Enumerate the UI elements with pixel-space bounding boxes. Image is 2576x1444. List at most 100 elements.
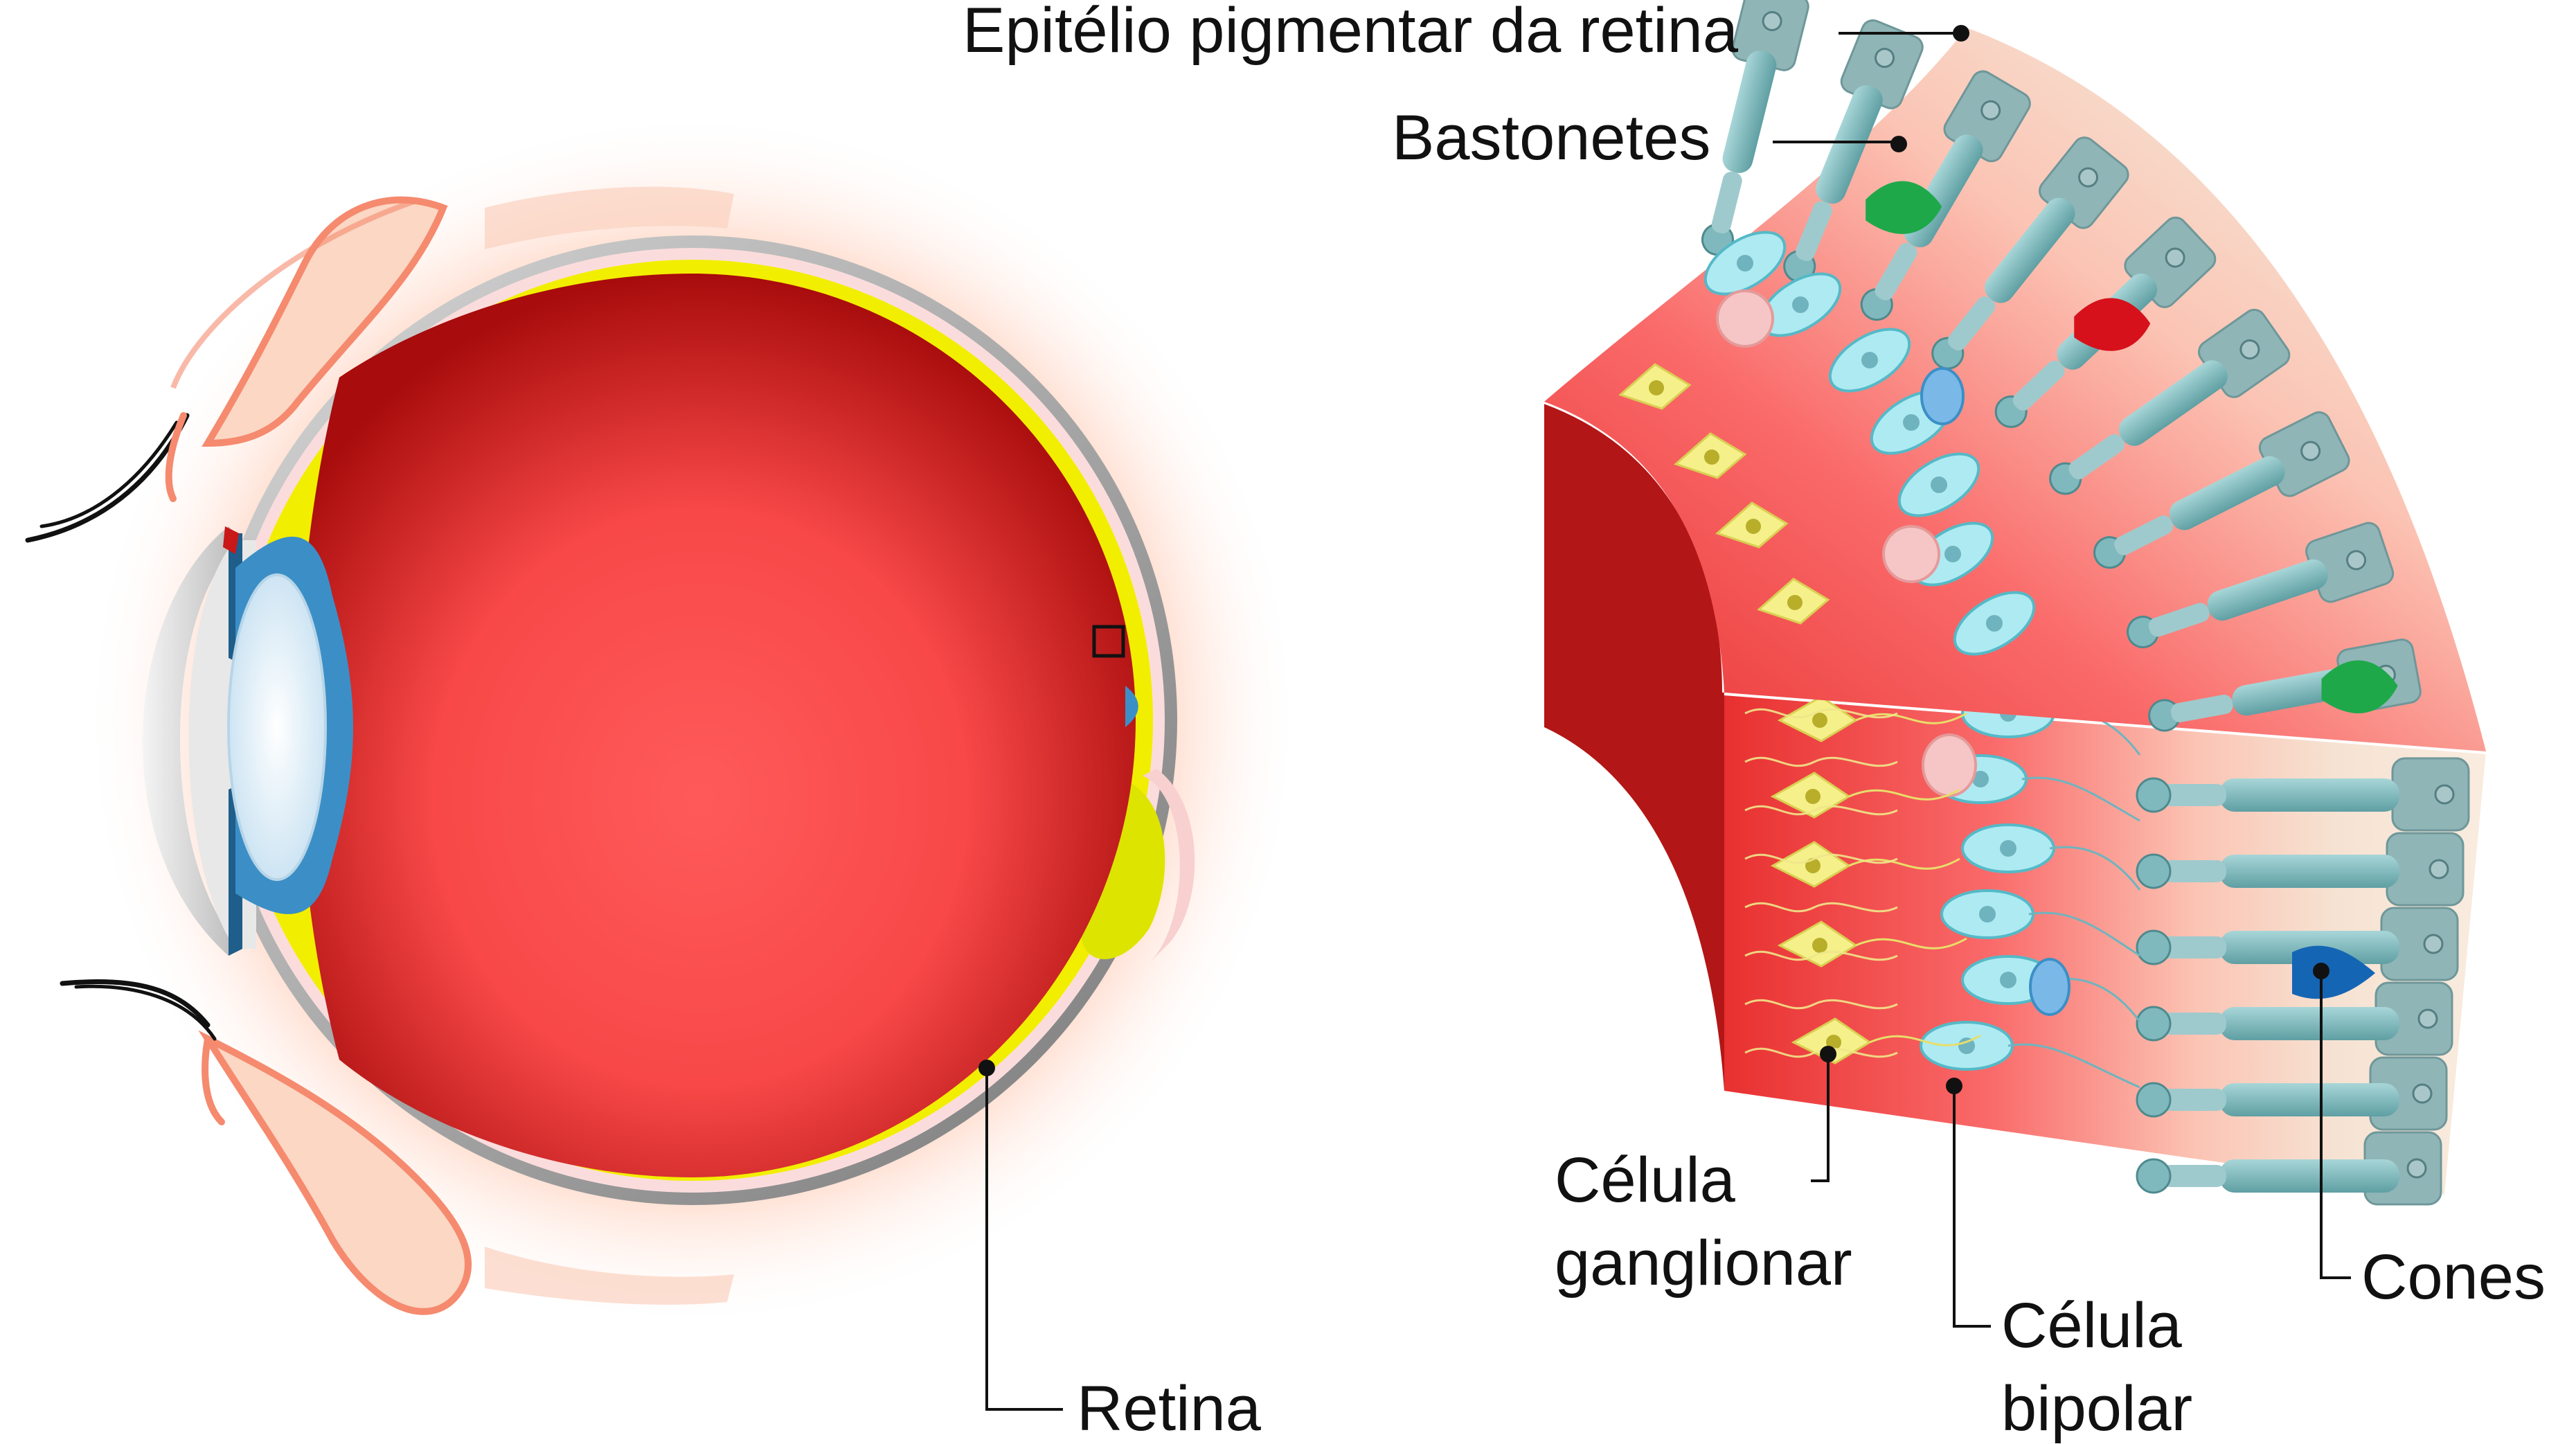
retina-upper-band bbox=[1544, 28, 2486, 751]
label-cones: Cones bbox=[2361, 1242, 2546, 1312]
rod-outer-segment bbox=[2219, 1083, 2399, 1116]
optic-nerve-sheath bbox=[1143, 769, 1195, 963]
leader-dot-ganglionar bbox=[1820, 1046, 1836, 1062]
ganglion-nucleus bbox=[1704, 449, 1719, 465]
label-epitelio: Epitélio pigmentar da retina bbox=[963, 0, 1739, 66]
rod-outer-segment bbox=[2219, 1159, 2399, 1193]
rod-nucleus bbox=[2136, 1158, 2172, 1194]
bipolar-nucleus bbox=[1737, 255, 1753, 271]
retina-zoom-marker bbox=[1092, 625, 1125, 658]
rpe-nucleus bbox=[2165, 247, 2185, 268]
lens bbox=[227, 573, 327, 881]
nerve-fiber bbox=[1744, 1047, 1898, 1058]
rod-inner-segment bbox=[2161, 936, 2226, 959]
rod-nucleus bbox=[2136, 929, 2172, 965]
rod-group bbox=[2127, 559, 2328, 649]
rpe-nucleus bbox=[2417, 1008, 2438, 1029]
label-ganglionar-line1: Célula bbox=[1555, 1145, 1736, 1215]
ganglion-nucleus bbox=[1812, 938, 1827, 953]
nerve-fiber bbox=[1744, 950, 1898, 961]
bipolar-nucleus bbox=[1944, 546, 1961, 562]
amacrine-cell bbox=[1716, 289, 1774, 348]
rod-nucleus bbox=[2136, 1082, 2172, 1118]
rod-outer-segment bbox=[2219, 778, 2399, 812]
labels: Epitélio pigmentar da retina Bastonetes … bbox=[963, 0, 2546, 1444]
rpe-nucleus bbox=[2434, 784, 2455, 805]
rod-outer-segment bbox=[2219, 1007, 2399, 1040]
ganglion-nucleus bbox=[1805, 789, 1821, 804]
leader-dot-bipolar bbox=[1946, 1078, 1962, 1094]
leader-dot-retina bbox=[978, 1060, 995, 1076]
bipolar-dendrite bbox=[2021, 776, 2140, 822]
rod-inner-segment bbox=[2161, 1013, 2226, 1035]
horizontal-cell bbox=[1920, 367, 1965, 425]
bipolar-dendrite bbox=[2007, 1043, 2140, 1089]
ganglion-axon bbox=[1869, 1034, 1981, 1046]
blue-cone bbox=[2292, 945, 2375, 999]
ganglion-axon bbox=[1848, 788, 1960, 801]
label-bipolar-line1: Célula bbox=[2001, 1290, 2183, 1361]
lower-lid-skin bbox=[485, 1247, 734, 1305]
nerve-fiber bbox=[1744, 805, 1898, 816]
label-retina: Retina bbox=[1077, 1373, 1262, 1444]
rpe-nucleus bbox=[2300, 440, 2321, 461]
ganglion-axon bbox=[1855, 712, 1967, 724]
vitreous-body bbox=[298, 274, 1136, 1177]
amacrine-cell bbox=[1882, 525, 1940, 583]
rod-inner-segment bbox=[1796, 201, 1832, 261]
retina-upper-fan bbox=[1544, 0, 2486, 751]
fovea-blue bbox=[1125, 686, 1138, 727]
retina-layers-section bbox=[1543, 0, 2487, 1206]
rod-inner-segment bbox=[2161, 784, 2226, 806]
retina-lower-block bbox=[1543, 400, 2487, 1206]
leader-bipolar bbox=[1953, 1087, 1991, 1328]
upper-lid-skin bbox=[485, 186, 734, 249]
leader-dot-epitelio bbox=[1953, 25, 1969, 42]
bipolar-nucleus bbox=[1958, 1037, 1975, 1054]
rpe-nucleus bbox=[2406, 1158, 2427, 1179]
eyelashes bbox=[25, 412, 225, 1125]
horizontal-cell bbox=[2029, 958, 2070, 1016]
leader-ganglionar bbox=[1811, 1056, 1830, 1182]
leader-retina bbox=[985, 1070, 1063, 1411]
nerve-fiber bbox=[1744, 999, 1898, 1010]
cornea bbox=[142, 526, 242, 956]
rod-inner-segment bbox=[2161, 1089, 2226, 1111]
bipolar-nucleus bbox=[1931, 476, 1947, 493]
bipolar-nucleus bbox=[1979, 906, 1996, 922]
cone-cell bbox=[2321, 660, 2398, 713]
upper-eyelid-fold bbox=[170, 198, 417, 389]
rod-outer-segment bbox=[2207, 559, 2328, 621]
cone-cell bbox=[2074, 298, 2151, 351]
rpe-nucleus bbox=[2078, 167, 2099, 188]
vitreous-edge bbox=[1544, 402, 1724, 1091]
ganglion-nucleus bbox=[1649, 380, 1664, 395]
rod-group bbox=[1783, 85, 1883, 283]
label-bastonetes: Bastonetes bbox=[1392, 102, 1710, 173]
bipolar-nucleus bbox=[1986, 615, 2003, 632]
rod-nucleus bbox=[2136, 777, 2172, 813]
rod-inner-segment bbox=[1875, 242, 1917, 301]
rod-group bbox=[2093, 456, 2285, 569]
rod-inner-segment bbox=[2161, 860, 2226, 882]
bipolar-nucleus bbox=[1972, 771, 1989, 787]
nerve-fiber bbox=[1744, 708, 1898, 719]
leader-dot-cones bbox=[2313, 963, 2329, 979]
nerve-fiber bbox=[1744, 756, 1898, 767]
amacrine-cell bbox=[1922, 733, 1977, 797]
iris-red-tip bbox=[223, 526, 239, 554]
label-ganglionar-line2: ganglionar bbox=[1555, 1228, 1852, 1299]
rod-inner-segment bbox=[1947, 296, 1996, 351]
rod-inner-segment bbox=[2170, 695, 2233, 722]
rod-group bbox=[1701, 51, 1777, 256]
bipolar-dendrite bbox=[2049, 846, 2141, 891]
rod-group bbox=[2049, 360, 2228, 495]
rpe-nucleus bbox=[2239, 339, 2260, 360]
bipolar-nucleus bbox=[1861, 352, 1878, 368]
leader-dot-bastonetes bbox=[1890, 136, 1907, 152]
leader-cones bbox=[2320, 973, 2351, 1279]
rpe-nucleus bbox=[2412, 1083, 2433, 1104]
rod-nucleus bbox=[2136, 1006, 2172, 1042]
bipolar-nucleus bbox=[2000, 840, 2016, 857]
